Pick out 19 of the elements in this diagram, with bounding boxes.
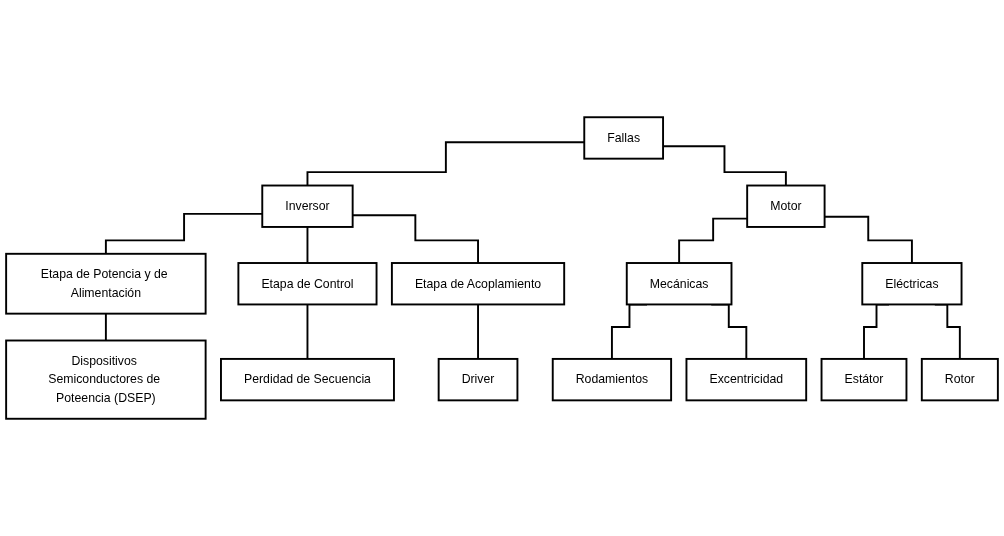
node-box: Etapa de Acoplamiento bbox=[390, 262, 566, 306]
node-box: Excentricidad bbox=[685, 357, 808, 402]
node-box: Perdidad de Secuencia bbox=[220, 357, 395, 402]
node-box: Rodamientos bbox=[551, 357, 673, 402]
node-box: Etapa de Control bbox=[237, 262, 378, 306]
node-box: Dispositivos Semiconductores de Poteencia (DSEP) bbox=[5, 339, 207, 420]
node-box: Rotor bbox=[920, 357, 999, 402]
node-box: Motor bbox=[746, 184, 826, 228]
node-box: Mecánicas bbox=[625, 262, 733, 306]
node-box: Estátor bbox=[820, 357, 908, 402]
node-box: Etapa de Potencia y de Alimentación bbox=[5, 252, 207, 315]
connector bbox=[306, 226, 309, 264]
connector bbox=[477, 303, 479, 360]
node-box: Fallas bbox=[583, 116, 664, 160]
connector bbox=[104, 312, 107, 342]
node-box: Inversor bbox=[261, 184, 354, 228]
node-box: Driver bbox=[437, 357, 519, 402]
node-box: Eléctricas bbox=[861, 262, 963, 306]
connector bbox=[306, 303, 309, 360]
